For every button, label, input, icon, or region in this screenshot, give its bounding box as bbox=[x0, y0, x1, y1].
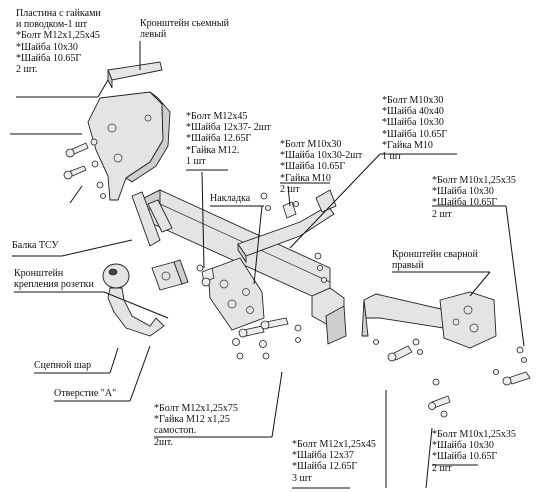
left-bracket-fasteners-drawing bbox=[63, 138, 106, 199]
bolt-m12x125x75-callout: *Болт М12х1,25х75 *Гайка М12 х1,25 самос… bbox=[154, 403, 238, 448]
socket-bracket-label: Кронштейн крепления розетки bbox=[14, 268, 94, 291]
tow-beam-drawing bbox=[131, 189, 347, 345]
bolt-m10x30-top-callout: *Болт М10х30 *Шайба 40х40 *Шайба 10х30 *… bbox=[382, 95, 448, 163]
ball-mount-plate-drawing bbox=[207, 257, 265, 331]
center-fasteners-drawing bbox=[260, 192, 327, 283]
bolt-m10x125x35-lower-callout: *Болт М10х1,25х35 *Шайба 10х30 *Шайба 10… bbox=[432, 429, 516, 474]
right-bracket-drawing bbox=[361, 291, 497, 349]
leader-lines bbox=[10, 41, 525, 489]
overlay-plate-drawing bbox=[237, 189, 337, 264]
tow-ball-drawing bbox=[102, 263, 165, 337]
bolt-m10x30-center-callout: *Болт М10х30 *Шайба 10х30-2шт *Шайба 10.… bbox=[280, 139, 363, 195]
socket-bracket-drawing bbox=[151, 259, 189, 291]
overlay-plate-label: Накладка bbox=[210, 193, 251, 204]
bolt-m12x125x45-callout: *Болт М12х1,25х45 *Шайба 12х37 *Шайба 12… bbox=[292, 439, 376, 484]
plate-callout: Пластина с гайками и поводком-1 шт *Болт… bbox=[16, 8, 101, 76]
bolt-m10x125x35-upper-callout: *Болт М10х1,25х35 *Шайба 10х30 *Шайба 10… bbox=[432, 175, 516, 220]
right-bracket-label: Кронштейн сварной правый bbox=[392, 249, 478, 272]
left-bracket-callout: Кронштейн сьемный левый bbox=[140, 18, 229, 41]
tow-beam-label: Балка ТСУ bbox=[12, 240, 59, 251]
hole-a-label: Отверстие "А" bbox=[54, 388, 117, 399]
left-bracket-drawing bbox=[87, 61, 171, 201]
lower-bolts-drawing bbox=[196, 264, 302, 360]
bolt-m12x45-callout: *Болт М12х45 *Шайба 12х37- 2шт *Шайба 12… bbox=[186, 111, 271, 167]
tow-ball-label: Сцепной шар bbox=[34, 360, 92, 371]
right-fasteners-drawing bbox=[373, 338, 531, 418]
